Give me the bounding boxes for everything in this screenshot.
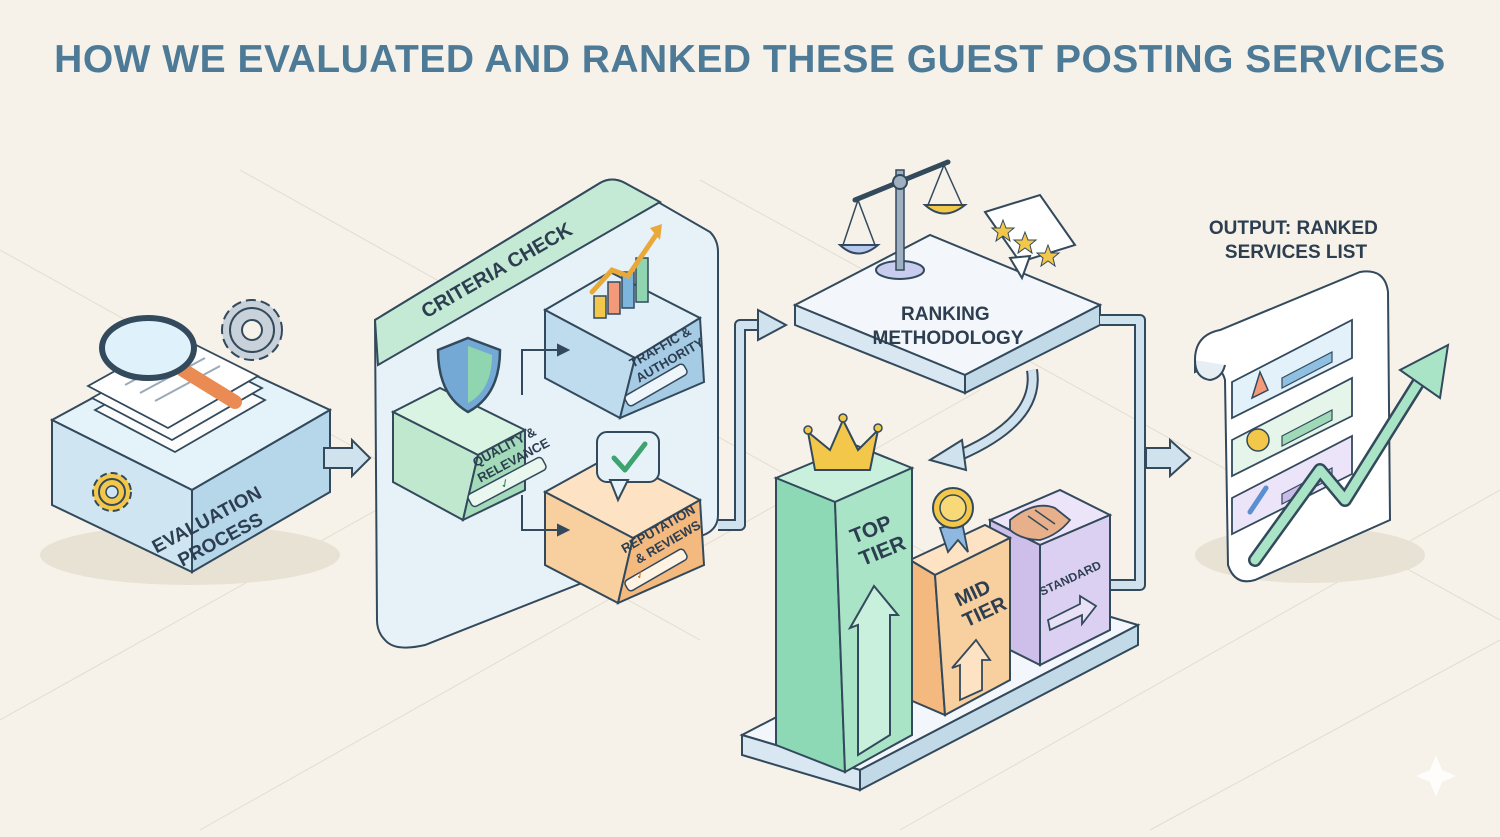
output-list-scroll[interactable] [1194,270,1450,583]
ranking-label-line2: METHODOLOGY [873,328,1024,349]
scales-icon [837,159,968,280]
quality-relevance-box[interactable]: QUALITY & RELEVANCE ✓ [390,336,552,522]
arrow-ranking-to-tiers [927,369,1039,472]
sparkle-icon [1416,755,1456,797]
bar-chart-icon [589,224,662,319]
rocket-icon [1250,369,1269,400]
crown-icon [803,413,883,471]
reputation-reviews-box[interactable]: REPUTATION & REVIEWS ✓ [542,431,709,605]
pipe-criteria-to-ranking [718,308,789,531]
pipe-ranking-to-output [1100,314,1192,591]
evaluation-process-block[interactable]: EVALUATION PROCESS [40,299,340,585]
small-gear-icon [92,472,132,512]
handshake-icon [1009,504,1072,541]
standard-tier-box[interactable]: STANDARD [987,488,1113,667]
criteria-connectors [521,343,571,537]
ranking-label-line1: RANKING [901,304,990,325]
up-arrow-icon [951,638,992,702]
output-label-line2: SERVICES LIST [1225,242,1368,263]
ranking-methodology-platform[interactable]: RANKING METHODOLOGY [792,159,1103,395]
top-tier-box[interactable]: TOP TIER [773,413,915,774]
traffic-authority-box[interactable]: TRAFFIC & AUTHORITY [542,224,707,420]
growth-arrow-icon [1248,343,1450,567]
list-row-award [1231,376,1353,478]
svg-text:RANKING METHODOLOGY: RANKING METHODOLOGY [873,304,1024,349]
right-arrow-icon [1046,594,1098,632]
magnifier-icon [99,315,242,409]
speech-check-icon [596,431,660,503]
star-rating-icon [983,193,1077,281]
pen-icon [1247,485,1269,515]
list-row-rocket [1231,318,1353,420]
gear-icon [221,299,283,361]
award-ribbon-icon [932,487,974,554]
output-label-line1: OUTPUT: RANKED [1209,218,1378,239]
mid-tier-box[interactable]: MID TIER [907,487,1013,717]
big-up-arrow-icon [847,584,901,757]
page-title: HOW WE EVALUATED AND RANKED THESE GUEST … [54,38,1446,81]
svg-text:OUTPUT: RANKED SERVICES: OUTPUT: RANKED SERVICES LIST [1209,218,1383,263]
medal-icon [1246,428,1270,452]
criteria-check-panel[interactable]: CRITERIA CHECK QUALITY & RELEVANCE ✓ [373,178,719,649]
arrow-evaluation-to-criteria [323,437,372,479]
